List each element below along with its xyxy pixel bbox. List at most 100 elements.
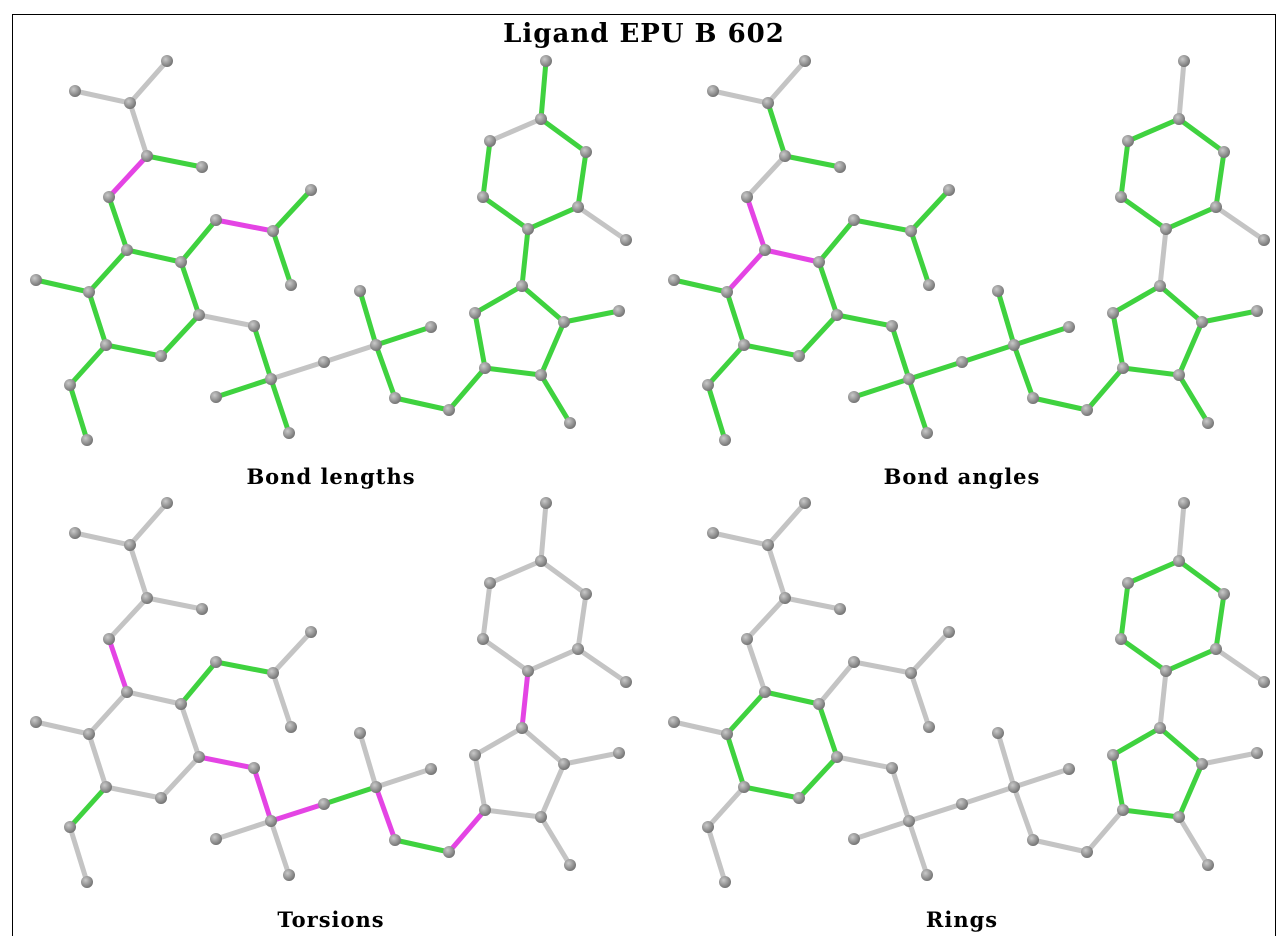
bond-assessed [1110,752,1126,813]
atom [103,191,115,203]
atom [535,811,547,823]
atom [613,305,625,317]
bond-assessed [1084,365,1126,413]
atom [1063,321,1075,333]
bond-outlier [373,784,398,843]
bond-assessed [908,187,952,234]
atom [354,285,366,297]
atom [719,876,731,888]
atom [1251,305,1263,317]
bond [705,824,728,885]
atom [793,792,805,804]
atom [193,751,205,763]
panel-label-rings: Rings [925,907,999,932]
ligand-structure [30,497,632,888]
atom [1202,859,1214,871]
bond [906,801,965,824]
bond [72,530,133,548]
molecule-torsions [30,497,632,888]
bond-assessed [741,342,802,359]
atom [564,859,576,871]
atom [956,356,968,368]
atom [196,603,208,615]
bond-assessed [561,308,622,325]
atom [479,804,491,816]
bond [538,761,567,820]
atom [100,781,112,793]
atom [210,833,222,845]
bond [127,100,150,159]
ligand-structure [30,55,632,446]
atom [175,698,187,710]
atom [1173,555,1185,567]
bond-assessed [519,283,567,325]
bond [482,807,544,820]
atom [848,656,860,668]
bond [72,88,133,106]
bond [67,824,90,885]
bond [1084,807,1126,855]
atom [469,749,481,761]
atom [1173,369,1185,381]
atom [248,320,260,332]
atom [564,417,576,429]
atom [103,633,115,645]
molecule-bond-lengths [30,55,632,446]
atom [389,834,401,846]
panel-bond-lengths: Bond lengths [12,53,650,496]
bond [782,595,843,612]
atom [702,821,714,833]
atom [779,592,791,604]
atom [558,316,570,328]
bond [106,595,150,642]
atom [354,727,366,739]
bond [1157,668,1169,731]
atom [535,369,547,381]
atom [121,244,133,256]
atom [100,339,112,351]
atom [210,656,222,668]
atom [81,434,93,446]
bond [744,595,788,642]
bond [765,58,808,106]
atom [1196,316,1208,328]
bond-assessed [392,395,452,413]
bond [127,500,170,548]
atom [121,686,133,698]
bond [127,58,170,106]
atom [903,815,915,827]
atom [283,427,295,439]
atom [813,256,825,268]
bond-assessed [1110,310,1126,371]
atom [613,747,625,759]
bond-assessed [575,149,589,210]
bond [487,558,544,586]
bond [765,500,808,548]
atom [522,223,534,235]
bond-outlier [106,636,130,695]
atom [1178,55,1190,67]
bond [270,629,314,676]
bond [124,689,184,707]
atom [318,356,330,368]
bond-assessed [213,376,274,400]
atom [1210,201,1222,213]
bond-assessed [1118,636,1169,674]
bond-assessed [1176,116,1227,155]
ligand-structure [668,55,1270,446]
atom [921,869,933,881]
bond-assessed [816,701,840,760]
bond-assessed [765,100,788,159]
bond [86,689,130,737]
atom [283,869,295,881]
bond [1157,226,1169,289]
atom [318,798,330,810]
atom [834,603,846,615]
atom [124,97,136,109]
bond-assessed [1011,324,1072,348]
atom [124,539,136,551]
atom [956,798,968,810]
atom [759,244,771,256]
bond [538,558,589,597]
bond [561,750,622,767]
